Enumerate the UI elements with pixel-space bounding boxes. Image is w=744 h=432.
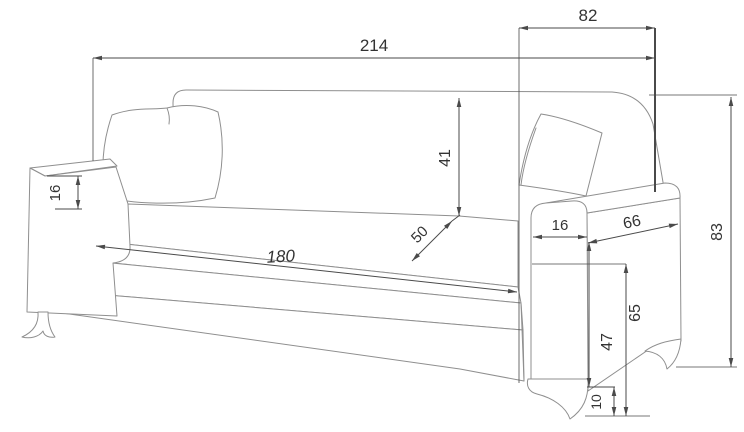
dimension-value: 66: [622, 212, 643, 232]
dimension-value: 83: [709, 223, 726, 241]
pillow-right-crease: [520, 127, 537, 186]
dimension-right-armrest: 16: [533, 217, 587, 240]
dimension-armrest-height: 65: [532, 263, 650, 417]
sofa-leg-back-right: [644, 338, 682, 370]
dimension-overall-height: 83: [649, 94, 737, 368]
sofa-leg-front-left: [21, 311, 56, 339]
dimension-seat-width: 180: [95, 244, 518, 294]
dimension-leg-height: 10: [587, 386, 617, 416]
dimension-value: 10: [588, 394, 604, 410]
dimension-overall-width: 214: [92, 36, 655, 161]
pillow-left-crease: [166, 107, 170, 125]
sofa-leg-front-right: [526, 378, 589, 420]
dimension-value: 65: [627, 304, 644, 322]
sofa-base-right-edge: [520, 302, 525, 382]
dimension-line: [587, 223, 679, 244]
dimension-backrest-height: 41: [437, 98, 462, 216]
bracket: [451, 214, 461, 222]
dimension-value: 82: [579, 6, 598, 25]
dimension-value: 214: [360, 36, 388, 55]
dimension-value: 47: [599, 333, 616, 351]
dimension-value: 180: [266, 246, 296, 266]
sofa-pillow-right: [518, 113, 603, 197]
dimension-line: [95, 244, 518, 294]
dimension-value: 16: [552, 217, 569, 234]
dimension-total-depth: 82: [518, 6, 656, 383]
dimension-value: 16: [47, 185, 64, 202]
dimension-seat-front-height: 47: [586, 242, 616, 387]
sofa-armrest-right-front: [530, 200, 589, 381]
sofa-outline: [21, 89, 682, 420]
sofa-armrest-left-front: [26, 166, 131, 317]
dimension-armrest-length: 66: [587, 212, 679, 244]
dimension-value: 41: [437, 149, 454, 167]
dimension-left-armrest: 16: [47, 175, 82, 210]
sofa-backrest: [172, 89, 665, 189]
